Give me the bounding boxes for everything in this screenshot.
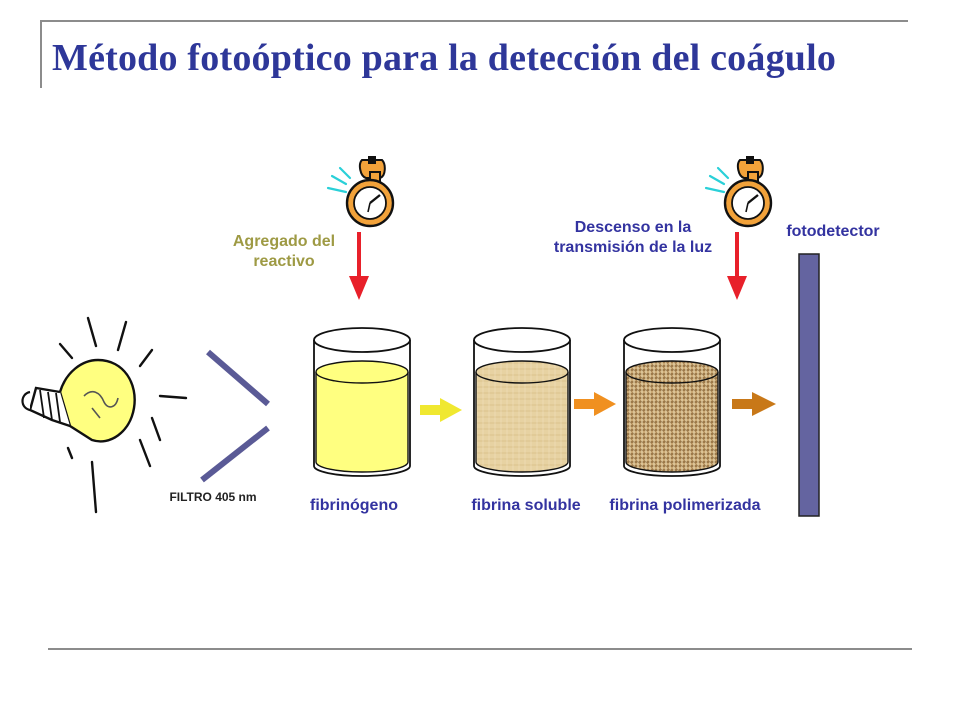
slide-title: Método fotoóptico para la detección del …: [52, 37, 837, 79]
red-arrow-descent: [727, 232, 747, 300]
light-bulb-icon: [21, 316, 188, 514]
filter-plates: [200, 349, 270, 483]
top-rule: [40, 20, 908, 22]
label-reagent-added: Agregado del reactivo: [232, 233, 336, 270]
label-polymerized-fibrin: fibrina polimerizada: [609, 497, 761, 514]
photodetector-bar: [798, 253, 820, 517]
arrow-orange: [574, 392, 616, 416]
bottom-rule: [48, 648, 912, 650]
cup-fibrinogen: [313, 327, 411, 477]
cup-polymerized-fibrin: [623, 327, 721, 477]
left-rule: [40, 20, 42, 88]
arrow-yellow: [420, 398, 462, 422]
label-photodetector: fotodetector: [786, 223, 880, 240]
label-soluble-fibrin: fibrina soluble: [471, 497, 581, 514]
stopwatch-icon: [704, 156, 773, 228]
label-filter: FILTRO 405 nm: [169, 490, 257, 504]
stopwatch-icon: [326, 156, 395, 228]
cup-soluble-fibrin: [473, 327, 571, 477]
label-light-transmission-descent: Descenso en la transmisión de la luz: [553, 219, 713, 256]
label-fibrinogen: fibrinógeno: [310, 497, 398, 514]
red-arrow-reagent: [349, 232, 369, 300]
arrow-brown: [732, 392, 776, 416]
